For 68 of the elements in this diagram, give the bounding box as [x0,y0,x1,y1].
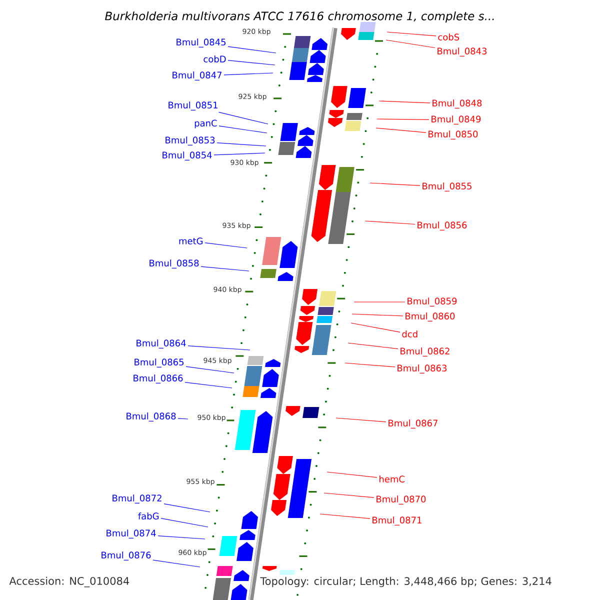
title: Burkholderia multivorans ATCC 17616 chromosome 1, complete s... [105,11,494,23]
gene-label: Bmul_0847 [172,72,222,80]
leader-line [228,46,276,54]
gene-label: Bmul_0870 [376,496,426,504]
leader-line [188,346,250,350]
leader-line [160,518,208,528]
leader-line [336,418,386,422]
leader-line [364,220,416,225]
gene-label: Bmul_0853 [166,136,215,146]
info-text: Accession: NC_010084 [8,576,131,588]
gene-label: Bmul_0855 [422,182,472,192]
gene-label: fabG [138,512,159,520]
leader-line [178,418,188,420]
leader-line [158,536,206,540]
leader-line [326,472,378,478]
leader-line [376,118,430,120]
leader-line [218,126,268,134]
gene-label: Bmul_0876 [102,552,151,560]
leader-line [214,152,266,156]
gene-label: cobD [204,56,226,62]
leader-line [378,100,430,104]
leader-line [324,492,374,498]
leader-line [386,40,436,48]
leader-line [352,314,404,316]
gene-label: Bmul_0860 [406,312,455,322]
leader-line [186,366,234,374]
gene-label: Bmul_0845 [176,38,226,48]
gene-label: metG [179,238,203,244]
gene-label: Bmul_0858 [150,260,199,268]
gene-label: Bmul_0848 [432,100,482,108]
leader-line [376,128,426,133]
leader-line [370,182,420,186]
gene-label: dcd [402,330,418,338]
gene-label: Bmul_0867 [388,420,438,428]
gene-label: Bmul_0863 [398,364,447,374]
info-text: Topology: circular; Length: 3,448,466 bp; Genes: 3,214 [259,576,553,588]
gene-label: Bmul_0864 [136,340,186,348]
leader-line [224,72,274,76]
gene-label: Bmul_0854 [162,152,212,160]
leader-line [320,514,370,519]
gene-label: Bmul_0866 [134,374,183,384]
leader-line [204,242,248,248]
leader-line [216,142,266,146]
gene-label: Bmul_0862 [400,348,450,356]
gene-label: Bmul_0856 [418,222,467,230]
leader-line [200,266,250,272]
gene-label: Bmul_0872 [112,494,162,504]
leader-line [348,342,398,350]
gene-label: Bmul_0850 [428,130,478,140]
leader-line [218,112,268,124]
leader-line [184,382,232,388]
gene-label: Bmul_0851 [168,102,218,110]
leader-line [350,322,400,332]
gene-label: Bmul_0871 [372,516,422,526]
gene-label: Bmul_0843 [438,48,487,56]
gene-label: Bmul_0859 [408,298,457,306]
gene-label: panC [194,120,217,128]
gene-label: Bmul_0868 [126,412,176,422]
leader-line [228,60,276,66]
gene-label: cobS [438,34,460,40]
gene-label: Bmul_0865 [134,358,184,368]
leader-line [152,560,200,568]
gene-label: Bmul_0849 [432,116,481,124]
leader-line [386,32,436,36]
gene-label: hemC [380,476,405,482]
leader-line [164,504,210,512]
leader-line [344,362,396,368]
gene-label: Bmul_0874 [106,530,156,538]
